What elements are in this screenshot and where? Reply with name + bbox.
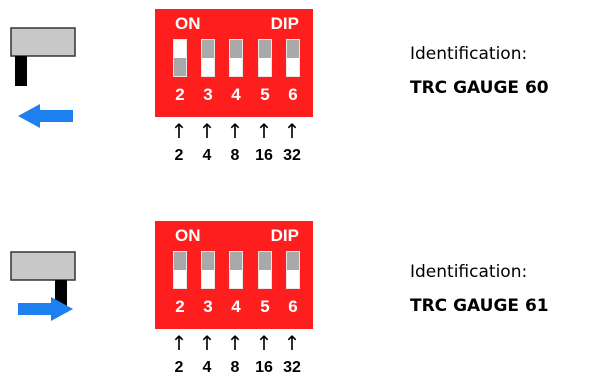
up-arrow-icon: ↑ (170, 119, 188, 143)
slider-left-graphic (10, 27, 76, 128)
up-arrow-icon: ↑ (198, 331, 216, 355)
up-arrow-icon: ↑ (255, 119, 273, 143)
dip-switch-6[interactable] (286, 251, 300, 289)
dip-dip-label: DIP (270, 226, 299, 245)
switch-number: 4 (231, 85, 241, 104)
switch-number: 6 (288, 85, 298, 104)
arrow-left-icon (18, 104, 73, 128)
weight-value: 4 (202, 147, 212, 164)
identification-label: Identification: (410, 262, 528, 282)
arrow-right-icon (18, 297, 73, 321)
weight-value: 4 (202, 359, 212, 376)
weight-value: 8 (230, 147, 240, 164)
weight-value: 16 (255, 359, 273, 376)
dip-switch-5[interactable] (258, 39, 272, 77)
weight-value: 8 (230, 359, 240, 376)
dip-switch-2[interactable] (173, 39, 187, 77)
slider-lever (10, 251, 76, 281)
slider-right-graphic (10, 251, 76, 321)
dip-switch-6[interactable] (286, 39, 300, 77)
switch-number: 6 (288, 297, 298, 316)
dip-on-label: ON (175, 14, 201, 33)
dip-switch-4[interactable] (229, 251, 243, 289)
panel-gauge-60: ON DIP 2 3 4 5 6 ↑ ↑ ↑ ↑ ↑ 2 4 8 16 32 I… (0, 0, 589, 192)
switch-number: 4 (231, 297, 241, 316)
weight-value: 2 (174, 147, 184, 164)
slider-post (15, 56, 27, 86)
slider-lever (10, 27, 76, 57)
up-arrow-icon: ↑ (170, 331, 188, 355)
weight-value: 2 (174, 359, 184, 376)
weight-value: 32 (283, 359, 301, 376)
switch-number: 5 (260, 297, 270, 316)
dip-on-label: ON (175, 226, 201, 245)
bit-weights: ↑ ↑ ↑ ↑ ↑ 2 4 8 16 32 (168, 121, 318, 171)
panel-gauge-61: ON DIP 2 3 4 5 6 ↑ ↑ ↑ ↑ ↑ 2 4 8 16 32 I… (0, 193, 589, 385)
dip-switch-block: ON DIP 2 3 4 5 6 (155, 221, 313, 329)
switch-number: 2 (175, 297, 185, 316)
up-arrow-icon: ↑ (226, 119, 244, 143)
up-arrow-icon: ↑ (198, 119, 216, 143)
bit-weights: ↑ ↑ ↑ ↑ ↑ 2 4 8 16 32 (168, 333, 318, 383)
switch-number: 3 (203, 85, 213, 104)
dip-switch-4[interactable] (229, 39, 243, 77)
dip-switch-2[interactable] (173, 251, 187, 289)
switch-number: 5 (260, 85, 270, 104)
weight-value: 16 (255, 147, 273, 164)
up-arrow-icon: ↑ (283, 331, 301, 355)
up-arrow-icon: ↑ (226, 331, 244, 355)
dip-switch-3[interactable] (201, 251, 215, 289)
dip-switch-5[interactable] (258, 251, 272, 289)
switch-number: 3 (203, 297, 213, 316)
identification-value: TRC GAUGE 61 (410, 296, 549, 316)
switch-number: 2 (175, 85, 185, 104)
up-arrow-icon: ↑ (283, 119, 301, 143)
identification-label: Identification: (410, 44, 528, 64)
weight-value: 32 (283, 147, 301, 164)
dip-switch-3[interactable] (201, 39, 215, 77)
dip-dip-label: DIP (270, 14, 299, 33)
up-arrow-icon: ↑ (255, 331, 273, 355)
dip-switch-block: ON DIP 2 3 4 5 6 (155, 9, 313, 117)
identification-value: TRC GAUGE 60 (410, 78, 549, 98)
